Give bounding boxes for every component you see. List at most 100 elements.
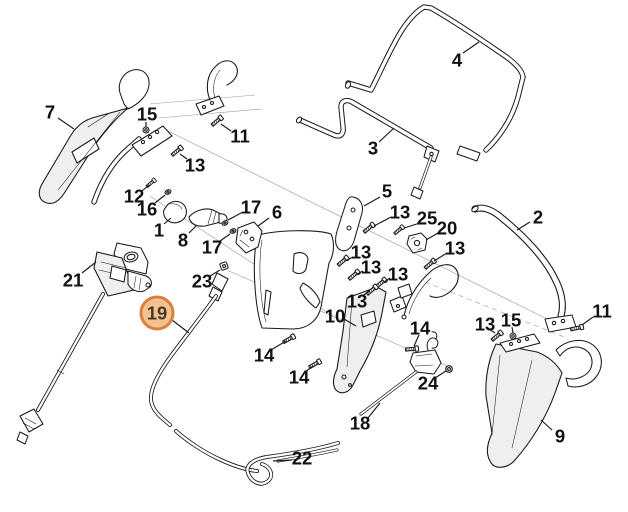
part-7-console-drawing — [38, 69, 150, 204]
part-callout-14[interactable]: 14 — [254, 340, 287, 366]
callout-leader-line — [270, 340, 287, 351]
callout-leader-line — [163, 217, 172, 225]
part-10-console-drawing — [332, 264, 459, 394]
part-callout-13[interactable]: 13 — [356, 257, 382, 278]
part-number-label: 13 — [347, 291, 368, 312]
part-callout-11[interactable]: 11 — [581, 301, 612, 326]
part-callout-14[interactable]: 14 — [410, 318, 431, 347]
callout-leader-line — [373, 216, 392, 227]
callout-leader-line — [346, 256, 354, 261]
part-callout-2[interactable]: 2 — [516, 207, 543, 231]
part-callout-13[interactable]: 13 — [433, 238, 465, 262]
part-callout-6[interactable]: 6 — [257, 202, 282, 227]
callout-leader-line — [511, 326, 514, 334]
handlebar-plate-left-drawing — [91, 125, 173, 205]
part-number-label: 6 — [272, 202, 282, 223]
part-number-label: 9 — [555, 426, 565, 447]
callout-leader-line — [188, 225, 197, 234]
part-number-label: 13 — [388, 264, 409, 285]
callout-leader-line — [304, 365, 314, 373]
part-callout-15[interactable]: 15 — [501, 310, 522, 334]
callout-leader-line — [81, 261, 97, 274]
part-callout-12[interactable]: 12 — [124, 184, 150, 207]
part-callout-20[interactable]: 20 — [425, 218, 457, 241]
part-4-handlebar-drawing — [344, 4, 526, 162]
part-number-label: 10 — [325, 306, 346, 327]
callout-leader-line — [356, 270, 364, 275]
part-number-label: 17 — [241, 197, 262, 218]
part-number-label: 2 — [533, 207, 543, 228]
part-23-clip-drawing — [219, 261, 229, 271]
part-6-bracket-drawing — [235, 221, 263, 254]
part-number-label: 14 — [254, 345, 275, 366]
part-callout-25[interactable]: 25 — [403, 208, 438, 229]
part-number-label: 5 — [382, 181, 392, 202]
part-number-label: 25 — [417, 208, 438, 229]
callout-leader-line — [488, 328, 496, 334]
part-callout-14[interactable]: 14 — [289, 365, 314, 388]
callout-leader-line — [227, 211, 244, 221]
callout-leader-line — [413, 334, 420, 347]
washer-16 — [163, 188, 173, 196]
part-callout-22[interactable]: 22 — [272, 448, 313, 469]
part-5-bracket-drawing — [253, 196, 363, 330]
callout-leader-line — [540, 419, 553, 431]
callout-leader-line — [383, 277, 391, 283]
part-callout-13[interactable]: 13 — [373, 202, 410, 227]
part-number-label: 15 — [501, 310, 522, 331]
part-callout-7[interactable]: 7 — [45, 102, 75, 130]
part-callout-13[interactable]: 13 — [347, 291, 371, 312]
part-callout-11[interactable]: 11 — [220, 123, 250, 147]
part-number-label: 18 — [350, 413, 371, 434]
washer-17-b — [228, 227, 238, 235]
part-callout-13[interactable]: 13 — [346, 242, 371, 263]
part-callout-13[interactable]: 13 — [383, 264, 409, 285]
part-callout-21[interactable]: 21 — [63, 261, 97, 291]
nut-15-right — [509, 332, 517, 340]
part-number-label: 13 — [475, 314, 496, 335]
callout-leader-line — [343, 318, 357, 327]
screw-25 — [392, 223, 406, 237]
part-callout-8[interactable]: 8 — [178, 225, 197, 251]
screw-13-b — [361, 221, 377, 235]
callout-leader-line — [179, 153, 188, 160]
part-callout-1[interactable]: 1 — [154, 217, 172, 241]
part-callout-13[interactable]: 13 — [475, 314, 496, 335]
part-number-label: 13 — [361, 257, 382, 278]
callout-leader-line — [516, 221, 531, 231]
part-callout-17[interactable]: 17 — [227, 197, 262, 221]
callout-leader-line — [433, 252, 448, 262]
part-9-console-drawing — [485, 333, 602, 468]
part-8-lever-drawing — [188, 208, 228, 227]
part-callout-4[interactable]: 4 — [452, 41, 480, 71]
part-number-label: 11 — [592, 301, 612, 322]
part-callout-24[interactable]: 24 — [418, 370, 447, 394]
part-1-knob-drawing — [163, 200, 187, 224]
screw-13-e — [346, 268, 362, 282]
part-callout-23[interactable]: 23 — [192, 269, 221, 292]
part-number-label: 22 — [292, 448, 313, 469]
part-callout-19-highlighted[interactable]: 19 — [139, 295, 190, 334]
part-callout-17[interactable]: 17 — [202, 233, 231, 258]
part-callout-5[interactable]: 5 — [363, 181, 392, 207]
part-callout-18[interactable]: 18 — [350, 402, 381, 434]
callout-leader-line — [57, 117, 75, 130]
screw-14-a — [281, 332, 297, 346]
part-callout-15[interactable]: 15 — [137, 104, 158, 128]
screw-11-top — [209, 114, 225, 128]
part-number-label: 19 — [147, 303, 168, 324]
part-callout-3[interactable]: 3 — [368, 127, 395, 159]
part-callout-16[interactable]: 16 — [137, 194, 166, 220]
callout-leader-line — [154, 194, 166, 204]
part-callout-10[interactable]: 10 — [325, 306, 357, 327]
part-number-label: 8 — [178, 230, 188, 251]
callout-leader-line — [378, 127, 395, 143]
part-number-label: 11 — [230, 126, 250, 147]
callout-leader-line — [367, 402, 381, 419]
part-number-label: 1 — [154, 220, 164, 241]
part-callout-9[interactable]: 9 — [540, 419, 565, 447]
part-21-switch-drawing — [16, 242, 152, 445]
part-callout-13[interactable]: 13 — [179, 153, 205, 176]
